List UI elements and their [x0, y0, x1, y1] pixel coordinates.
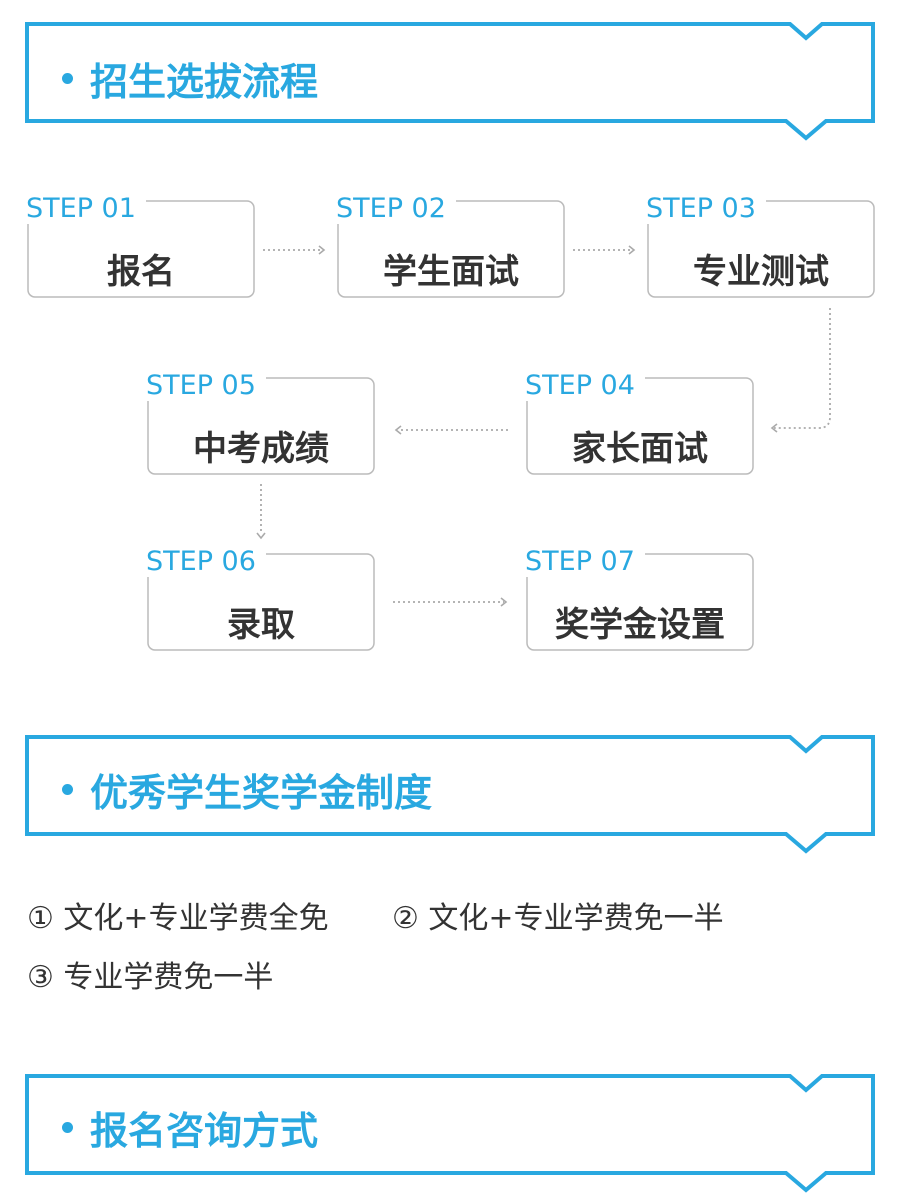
scholarship-item-2: ② 文化+专业学费免一半	[392, 901, 724, 936]
scholarship-item-1: ① 文化+专业学费全免	[27, 901, 329, 936]
step-card-07: STEP 07 奖学金设置	[525, 547, 754, 651]
step-name: 奖学金设置	[555, 605, 725, 645]
section-frame	[25, 1074, 875, 1193]
section-frame	[25, 22, 875, 141]
step-number: STEP 05	[146, 371, 266, 401]
section-header-selection-process: 招生选拔流程	[0, 18, 900, 143]
step-card-01: STEP 01 报名	[26, 194, 255, 298]
step-number: STEP 03	[646, 194, 766, 224]
step-card-04: STEP 04 家长面试	[525, 371, 754, 475]
section-header-scholarship: 优秀学生奖学金制度	[0, 731, 900, 856]
step-card-06: STEP 06 录取	[146, 547, 375, 651]
step-card-02: STEP 02 学生面试	[336, 194, 565, 298]
step-name: 家长面试	[572, 429, 708, 469]
bullet-dot-icon	[62, 783, 73, 795]
step-number: STEP 04	[525, 371, 645, 401]
flow-connectors	[256, 245, 831, 607]
step-card-03: STEP 03 专业测试	[646, 194, 875, 298]
bullet-dot-icon	[62, 1121, 73, 1133]
section-title: 报名咨询方式	[62, 1097, 318, 1157]
section-title: 优秀学生奖学金制度	[62, 759, 432, 819]
section-title-text: 招生选拔流程	[90, 59, 319, 104]
section-header-contact: 报名咨询方式	[0, 1070, 900, 1201]
step-number: STEP 06	[146, 547, 266, 577]
step-name: 中考成绩	[193, 429, 329, 469]
step-name: 报名	[107, 252, 175, 292]
step-number: STEP 02	[336, 194, 456, 224]
section-title: 招生选拔流程	[62, 48, 318, 108]
step-number: STEP 07	[525, 547, 645, 577]
step-card-05: STEP 05 中考成绩	[146, 371, 375, 475]
step-name: 录取	[227, 605, 295, 645]
step-name: 专业测试	[693, 252, 829, 292]
step-number: STEP 01	[26, 194, 146, 224]
bullet-dot-icon	[62, 72, 73, 84]
arrow-03-04	[774, 308, 831, 429]
scholarship-item-3: ③ 专业学费免一半	[27, 960, 274, 995]
section-title-text: 优秀学生奖学金制度	[90, 770, 433, 815]
step-name: 学生面试	[383, 252, 519, 292]
section-title-text: 报名咨询方式	[90, 1108, 319, 1153]
section-frame	[25, 735, 875, 854]
